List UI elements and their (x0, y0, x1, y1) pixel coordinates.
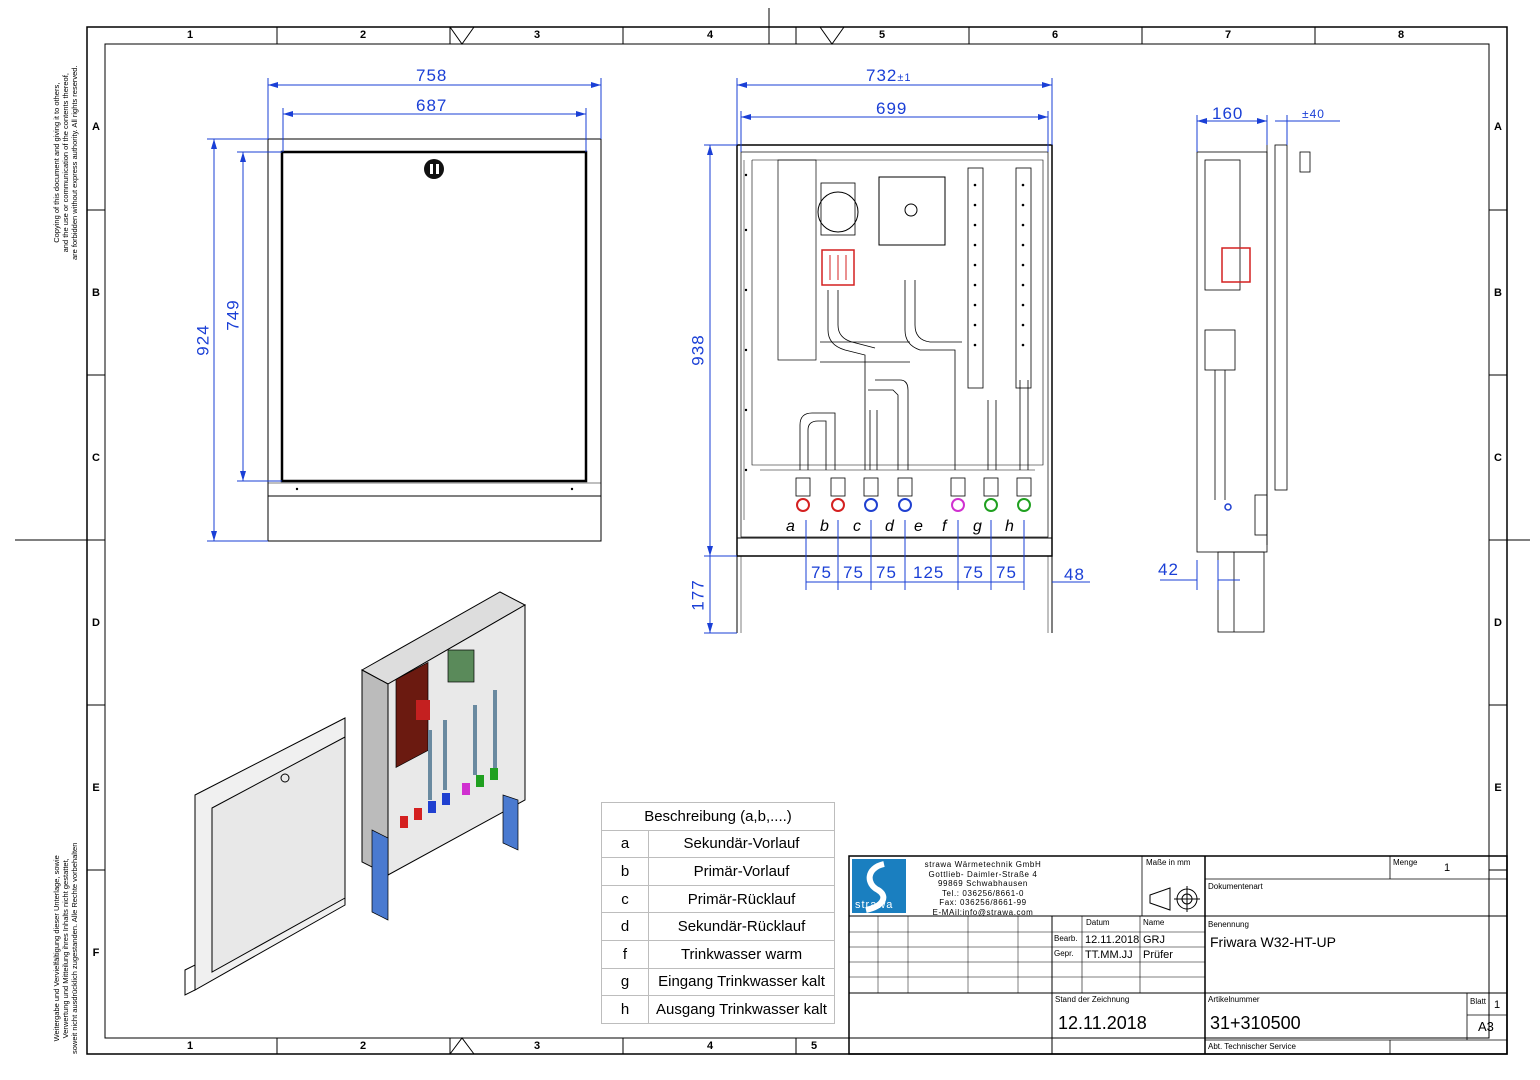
col-label-4: 4 (706, 29, 714, 41)
row-label-e: E (92, 782, 100, 794)
dim-spacing-2: 75 (843, 563, 864, 582)
col-label-5: 5 (878, 29, 886, 41)
row-label-c: C (92, 452, 100, 464)
dim-spacing-4: 125 (913, 563, 945, 582)
row-label-d: D (92, 617, 100, 629)
gepr-date: TT.MM.JJ (1085, 949, 1133, 961)
dim-side-adjust: ±40 (1302, 107, 1325, 121)
dim-side-foot-depth: 42 (1158, 560, 1179, 579)
datum-label: Datum (1086, 918, 1110, 927)
col-label-bottom-4: 4 (706, 1040, 714, 1052)
dim-side-depth: 160 (1212, 104, 1244, 123)
company-address: strawa Wärmetechnik GmbH Gottlieb- Daiml… (924, 860, 1042, 917)
blatt-value: 1 (1494, 999, 1501, 1011)
connection-label-c: c (853, 518, 861, 535)
gepr-name: Prüfer (1143, 949, 1173, 961)
connection-label-b: b (820, 518, 829, 535)
format-value: A3 (1478, 1019, 1494, 1034)
stand-value: 12.11.2018 (1058, 1013, 1147, 1033)
connection-label-h: h (1005, 518, 1014, 535)
col-label-1: 1 (186, 29, 194, 41)
dokart-label: Dokumentenart (1208, 882, 1263, 891)
bearb-date: 12.11.2018 (1085, 934, 1140, 946)
row-label-a-right: A (1494, 121, 1502, 133)
row-label-b: B (92, 287, 100, 299)
dim-front-outer-width: 758 (416, 66, 448, 85)
connection-label-a: a (786, 518, 795, 535)
description-header: Beschreibung (a,b,....) (601, 802, 835, 831)
gepr-label: Gepr. (1054, 949, 1074, 958)
row-label-c-right: C (1494, 452, 1502, 464)
company-logo-text: strawa (855, 899, 894, 911)
col-label-7: 7 (1224, 29, 1232, 41)
col-label-2: 2 (359, 29, 367, 41)
connection-label-f: f (942, 518, 947, 535)
row-label-b-right: B (1494, 287, 1502, 299)
blatt-label: Blatt (1470, 997, 1487, 1006)
dim-open-inner-width: 699 (876, 99, 908, 118)
dim-open-outer-width: 732±1 (866, 66, 912, 85)
units-label: Maße in mm (1146, 858, 1191, 867)
row-label-e-right: E (1494, 782, 1502, 794)
stand-label: Stand der Zeichnung (1055, 995, 1130, 1004)
benennung-value: Friwara W32-HT-UP (1210, 934, 1337, 950)
menge-label: Menge (1393, 858, 1418, 867)
dim-front-inner-width: 687 (416, 96, 448, 115)
dim-spacing-6: 75 (996, 563, 1017, 582)
row-label-d-right: D (1494, 617, 1502, 629)
connection-label-g: g (973, 518, 982, 535)
artikel-label: Artikelnummer (1208, 995, 1260, 1004)
row-label-a: A (92, 121, 100, 133)
col-label-6: 6 (1051, 29, 1059, 41)
dim-side-offset: 48 (1064, 565, 1085, 584)
dim-spacing-3: 75 (876, 563, 897, 582)
col-label-bottom-5: 5 (810, 1040, 818, 1052)
col-label-bottom-1: 1 (186, 1040, 194, 1052)
bearb-name: GRJ (1143, 934, 1165, 946)
col-label-bottom-3: 3 (533, 1040, 541, 1052)
bearb-label: Bearb. (1054, 934, 1078, 943)
connection-label-d: d (885, 518, 894, 535)
dim-spacing-1: 75 (811, 563, 832, 582)
dim-spacing-5: 75 (963, 563, 984, 582)
dept-value: Abt. Technischer Service (1208, 1042, 1296, 1051)
connection-label-e: e (914, 518, 923, 535)
col-label-bottom-2: 2 (359, 1040, 367, 1052)
col-label-8: 8 (1397, 29, 1405, 41)
row-label-f: F (92, 947, 100, 959)
menge-value: 1 (1444, 862, 1451, 874)
col-label-3: 3 (533, 29, 541, 41)
name-label: Name (1143, 918, 1165, 927)
benennung-label: Benennung (1208, 920, 1249, 929)
artikel-value: 31+310500 (1210, 1013, 1301, 1033)
